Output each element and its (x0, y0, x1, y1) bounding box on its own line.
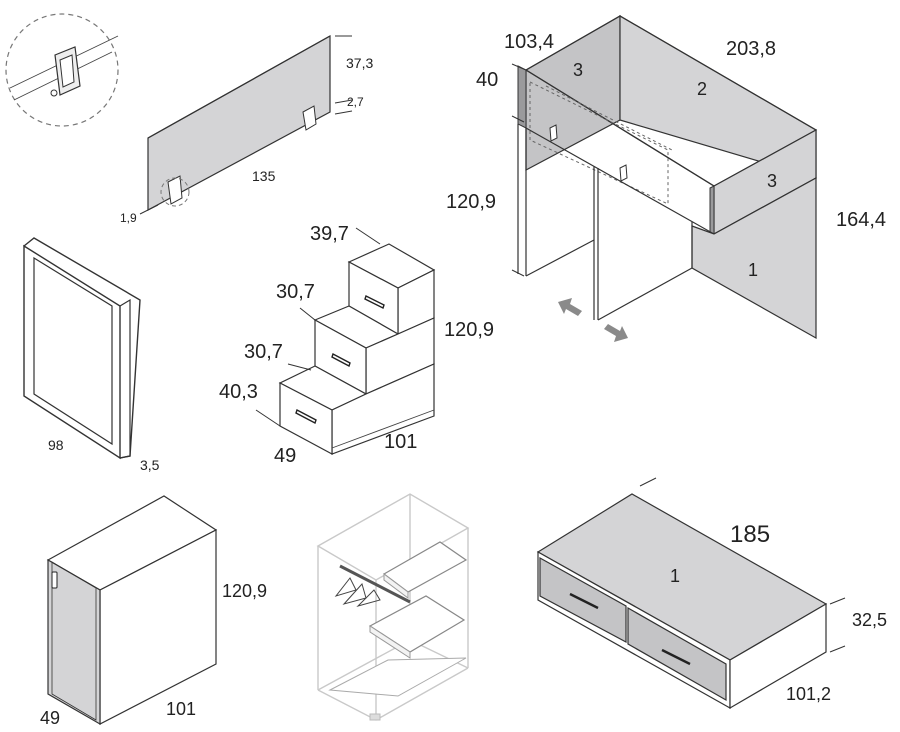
bed-length-label: 185 (730, 521, 770, 548)
steps-top-label: 39,7 (310, 223, 349, 245)
steps-depth-label: 49 (274, 445, 296, 467)
panel-thickness-label: 1,9 (120, 211, 137, 225)
desk-length-label: 203,8 (726, 38, 776, 60)
desk-depth-label: 103,4 (504, 31, 554, 53)
desk-panel-3-right: 3 (767, 171, 777, 191)
desk-panel-3-left: 3 (573, 60, 583, 80)
desk-height-label: 164,4 (836, 209, 886, 231)
panel-height-label: 37,3 (346, 55, 373, 71)
steps-mid-label: 30,7 (276, 281, 315, 303)
cabinet-drawing (46, 495, 218, 726)
panel-width-label: 135 (252, 168, 276, 184)
loft-desk-drawing (511, 14, 818, 342)
panel-clip-label: 2,7 (347, 95, 364, 109)
desk-panel-1: 1 (748, 260, 758, 280)
mirror-drawing (23, 237, 141, 460)
cabinet-depth-label: 49 (40, 708, 60, 728)
desk-panel-drawing (139, 34, 353, 215)
mirror-width-label: 98 (48, 437, 64, 453)
bed-height-label: 32,5 (852, 610, 887, 630)
steps-height-label: 120,9 (444, 319, 494, 341)
bed-width-label: 101,2 (786, 684, 831, 704)
steps-bottom-label: 40,3 (219, 381, 258, 403)
bed-panel-1: 1 (670, 566, 680, 586)
bed-base-drawing (536, 477, 846, 710)
step-drawers-drawing (255, 227, 436, 456)
cabinet-width-label: 101 (166, 699, 196, 719)
desk-panel-2: 2 (697, 79, 707, 99)
steps-low-label: 30,7 (244, 341, 283, 363)
mirror-depth-label: 3,5 (140, 457, 160, 473)
cabinet-height-label: 120,9 (222, 581, 267, 601)
clip-detail-view (5, 13, 119, 127)
desk-leg-label: 120,9 (446, 191, 496, 213)
wardrobe-interior-drawing (316, 493, 470, 721)
steps-length-label: 101 (384, 431, 417, 453)
desk-rail-label: 40 (476, 69, 498, 91)
